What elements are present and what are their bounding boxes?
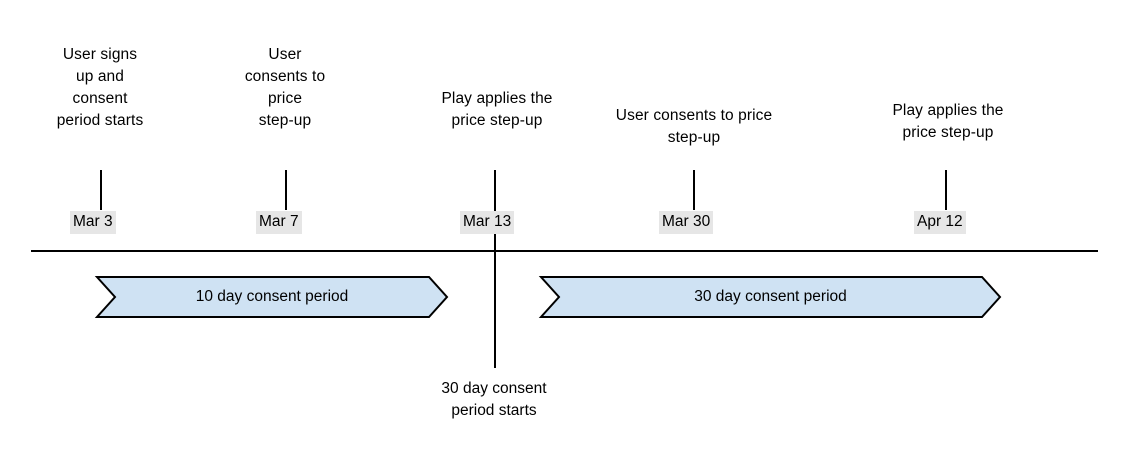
- tick-line-mar-7: [285, 170, 287, 210]
- consent-band-30-day: 30 day consent period: [538, 276, 1002, 318]
- date-chip-mar-30: Mar 30: [659, 211, 714, 234]
- date-chip-mar-13: Mar 13: [460, 211, 515, 234]
- date-chip-mar-3: Mar 3: [70, 211, 116, 234]
- chevron-shape: [538, 276, 1002, 318]
- tick-line-apr-12: [945, 170, 947, 210]
- timeline-axis: [31, 250, 1098, 252]
- tick-line-mar-13: [494, 170, 496, 368]
- event-caption-mar-3: User signs up and consent period starts: [56, 46, 144, 129]
- event-caption-mar-30: User consents to price step-up: [615, 107, 773, 146]
- tick-line-mar-3: [100, 170, 102, 210]
- tick-line-mar-30: [693, 170, 695, 210]
- chevron-shape: [94, 276, 449, 318]
- consent-band-10-day: 10 day consent period: [94, 276, 449, 318]
- date-chip-mar-7: Mar 7: [256, 211, 302, 234]
- event-caption-mar-7: User consents to price step-up: [244, 46, 326, 129]
- date-chip-apr-12: Apr 12: [914, 211, 966, 234]
- event-caption-mar-13: Play applies the price step-up: [441, 90, 553, 129]
- event-below-caption-mar-13: 30 day consent period starts: [441, 380, 547, 419]
- event-caption-apr-12: Play applies the price step-up: [892, 102, 1004, 141]
